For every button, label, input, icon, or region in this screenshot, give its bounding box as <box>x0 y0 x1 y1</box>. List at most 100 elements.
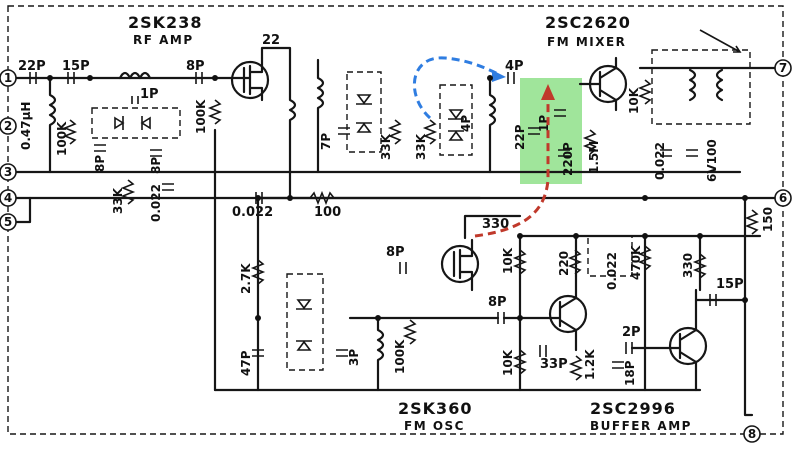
cap-18p <box>612 361 624 369</box>
cap-0022-a <box>162 183 174 191</box>
label-33k-b: 33K <box>379 133 393 160</box>
red-arrow-head <box>541 84 555 100</box>
res-10k-mix <box>637 79 653 105</box>
bjt-2sc2996-leads <box>630 288 698 392</box>
label-0022-a: 0.022 <box>149 184 163 222</box>
svg-text:5: 5 <box>4 215 12 229</box>
terminal-5: 5 <box>0 213 17 231</box>
terminal-3: 3 <box>0 163 17 181</box>
label-330-a: 330 <box>482 217 509 232</box>
label-0022-b: 0.022 <box>232 205 273 220</box>
bjt-2sc2996 <box>668 326 708 366</box>
label-8p-a: 8P <box>93 155 107 172</box>
res-150 <box>744 209 760 235</box>
fet-2sk360-leads <box>452 238 474 292</box>
res-33k-c <box>422 119 438 145</box>
res-470k <box>637 245 653 271</box>
label-220: 220 <box>557 251 571 276</box>
label-470k: 470K <box>629 245 643 280</box>
label-r100: 100 <box>314 205 341 220</box>
label-10k-buf: 10K <box>501 349 515 376</box>
rf-coil-top <box>118 71 152 80</box>
mixer-input-coil <box>488 76 497 174</box>
label-330-b: 330 <box>681 253 695 278</box>
res-330-b <box>692 253 708 279</box>
label-33p: 33P <box>540 357 568 372</box>
cap-1p-mix <box>554 109 566 117</box>
buffer-amp-function: BUFFER AMP <box>590 419 692 433</box>
cap-1p-a <box>131 96 139 104</box>
label-047uh: 0.47µH <box>19 102 33 150</box>
varactor-box-mix <box>439 84 473 156</box>
cap-15p-in <box>67 72 75 84</box>
varactor-box-osc <box>286 273 324 371</box>
varactor-diodes-rf <box>114 116 151 130</box>
varactor-box-rf <box>91 107 181 139</box>
varactor-diodes-rf2 <box>356 94 372 133</box>
bjt-2sc2620-leads <box>578 56 618 112</box>
cap-220p <box>558 149 570 157</box>
res-12k <box>568 355 584 381</box>
terminal-8: 8 <box>743 425 761 443</box>
label-7p: 7P <box>319 133 333 150</box>
label-12k: 1.2K <box>583 349 597 380</box>
label-15p-buf: 15P <box>716 277 744 292</box>
cap-7p <box>338 127 350 135</box>
label-0022-mix: 0.022 <box>653 142 667 180</box>
label-100k-osc: 100K <box>393 339 407 374</box>
label-8p-mid: 8P <box>488 295 507 310</box>
cap-22p-mix <box>528 127 540 135</box>
label-8p-osc: 8P <box>386 245 405 260</box>
res-33k-b <box>387 119 403 145</box>
blue-arrow-head <box>492 70 506 82</box>
label-2p: 2P <box>622 325 641 340</box>
svg-text:8: 8 <box>748 427 756 441</box>
varactor-box-rf2 <box>346 71 382 153</box>
label-r22: 22 <box>262 33 280 48</box>
cap-6v100 <box>686 149 698 157</box>
svg-text:1: 1 <box>4 71 12 85</box>
buffer-verticals <box>518 234 702 392</box>
svg-text:3: 3 <box>4 165 12 179</box>
pin8-line <box>743 196 754 417</box>
terminal-2: 2 <box>0 117 17 135</box>
osc-tank-coil <box>376 316 385 392</box>
rf-amp-part: 2SK238 <box>128 13 202 32</box>
terminal-1: 1 <box>0 69 17 87</box>
res-33k-a <box>120 179 136 205</box>
svg-text:4: 4 <box>4 191 12 205</box>
cap-22p-in <box>29 72 37 84</box>
if-transformer-box <box>651 49 751 125</box>
label-4p-b: 4P <box>459 115 473 132</box>
res-27k <box>250 259 266 285</box>
terminal-4: 4 <box>0 189 17 207</box>
fm-osc-part: 2SK360 <box>398 399 472 418</box>
res-100 <box>309 190 335 206</box>
cap-47p <box>252 349 264 357</box>
label-8p-b: 8P <box>149 157 163 174</box>
label-6v100: 6V100 <box>705 139 719 182</box>
label-220p: 220P <box>561 142 575 176</box>
svg-text:6: 6 <box>779 191 787 205</box>
bjt-osc-buffer <box>548 294 588 334</box>
fm-osc-function: FM OSC <box>404 419 465 433</box>
label-4p-a: 4P <box>505 59 524 74</box>
label-22p-mix: 22P <box>513 124 527 150</box>
res-10k-buf <box>512 349 528 375</box>
fm-mixer-function: FM MIXER <box>547 35 626 49</box>
cap-8p-osc <box>399 262 407 274</box>
junction-dots <box>47 75 748 321</box>
label-27k: 2.7K <box>239 263 253 294</box>
res-100k-a <box>62 119 78 145</box>
red-dashed-arrow <box>474 98 550 238</box>
blue-dashed-arrow <box>413 56 501 120</box>
label-22p-in: 22P <box>18 59 46 74</box>
fet-2sk238-leads <box>242 56 264 102</box>
fet-2sk360 <box>440 244 480 284</box>
rf-amp-function: RF AMP <box>133 33 194 47</box>
cap-8p-c <box>195 72 203 84</box>
line-5 <box>14 196 32 224</box>
if-transformer-coils <box>688 68 724 102</box>
